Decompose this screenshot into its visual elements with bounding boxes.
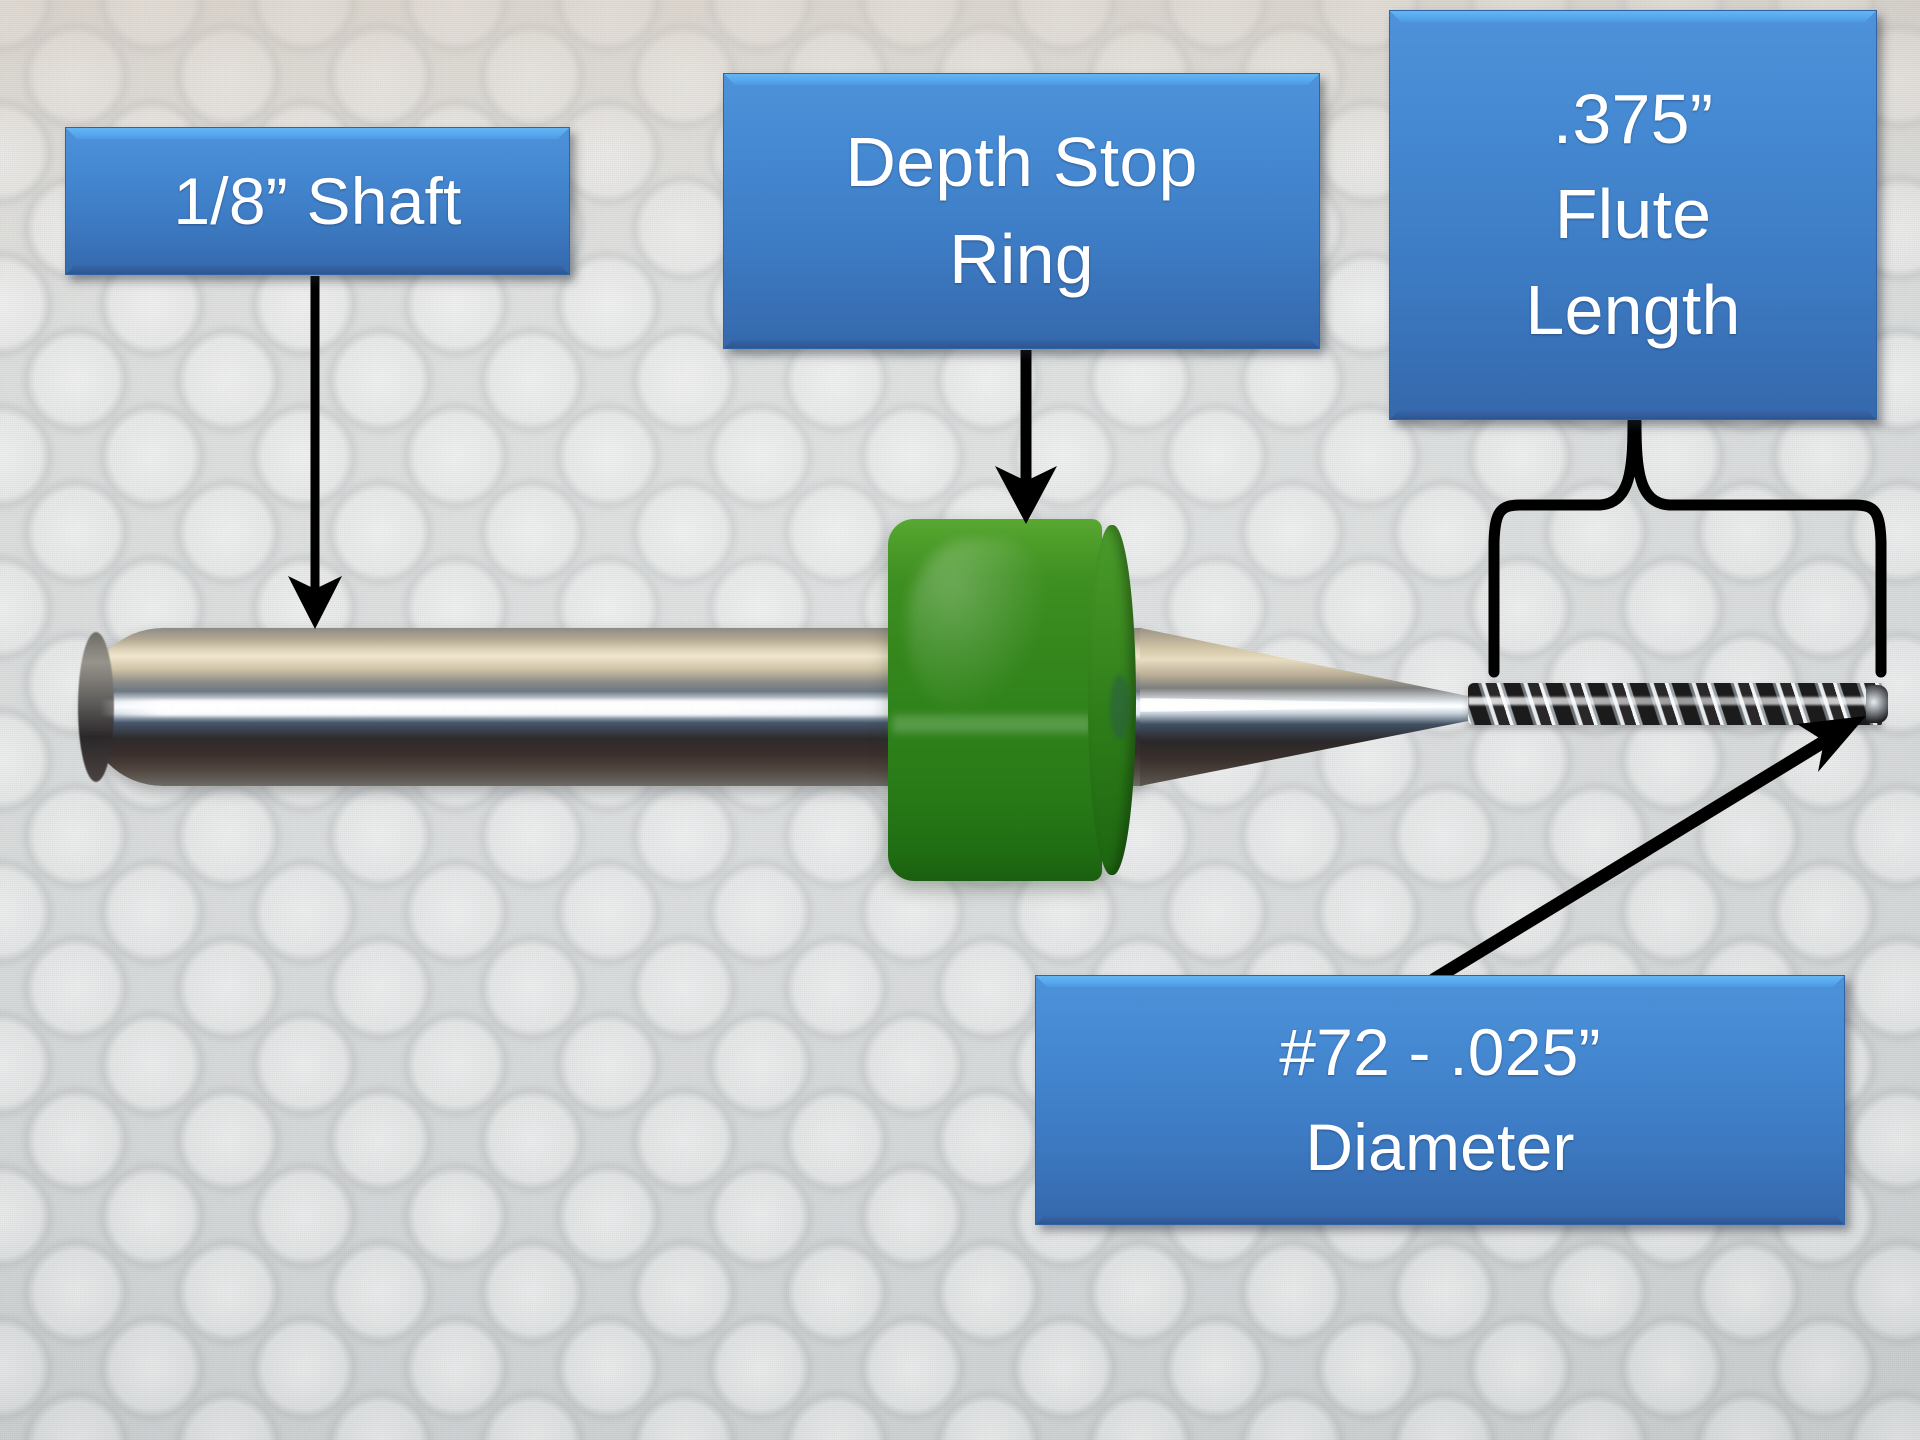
- callout-diameter-line-1: #72 - .025”: [1279, 1015, 1601, 1090]
- depth-ring-front-face: [1088, 525, 1136, 875]
- callout-ring-line-1: Depth Stop: [845, 122, 1198, 201]
- depth-ring-body: [888, 519, 1102, 881]
- drill-shaft-highlight: [100, 700, 1145, 716]
- callout-shaft[interactable]: 1/8” Shaft: [65, 127, 570, 275]
- drill-tip: [1866, 685, 1888, 723]
- callout-diameter-line-2: Diameter: [1305, 1110, 1575, 1184]
- green-depth-stop-ring: [888, 519, 1136, 881]
- depth-ring-band: [892, 715, 1092, 733]
- callout-ring-line-2: Ring: [949, 220, 1094, 298]
- callout-flute-line-3: Length: [1525, 270, 1741, 349]
- callout-flute-line-1: .375”: [1552, 80, 1714, 159]
- drill-flute-highlight: [1468, 697, 1878, 705]
- callout-diameter[interactable]: #72 - .025” Diameter: [1035, 975, 1845, 1225]
- callout-shaft-line-1: 1/8” Shaft: [173, 163, 462, 238]
- depth-ring-bore-shadow: [1110, 675, 1130, 739]
- callout-depth-stop-ring[interactable]: Depth Stop Ring: [723, 73, 1320, 349]
- callout-flute-line-2: Flute: [1554, 175, 1712, 254]
- callout-flute-length[interactable]: .375” Flute Length: [1389, 10, 1877, 420]
- depth-ring-sheen: [908, 539, 1048, 719]
